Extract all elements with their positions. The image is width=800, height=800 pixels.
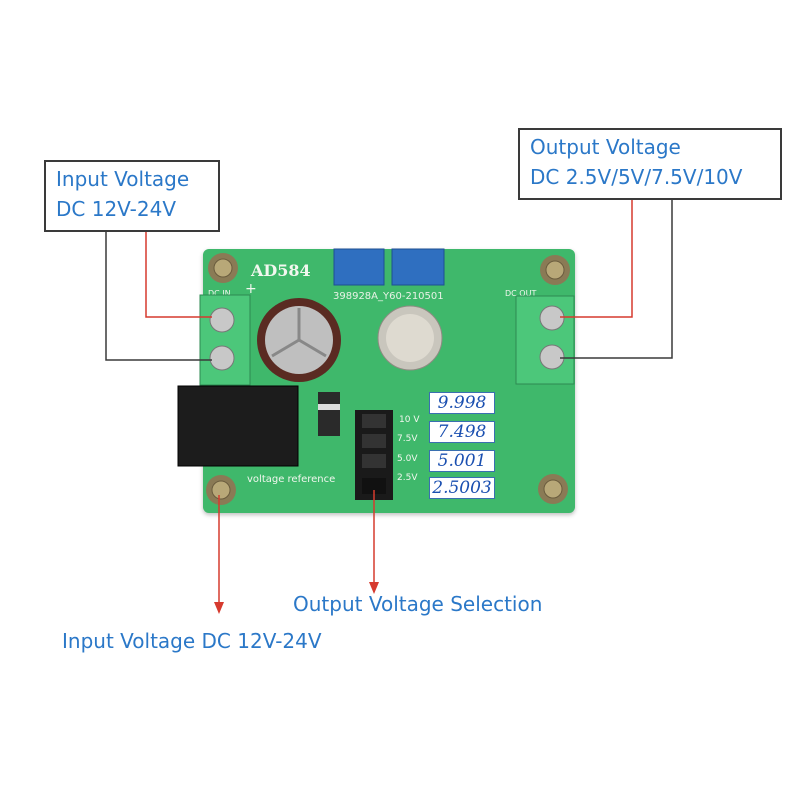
input-voltage-bottom-caption: Input Voltage DC 12V-24V <box>62 629 322 653</box>
output-terminal-block <box>515 295 575 385</box>
measured-value-7-5v: 7.498 <box>429 421 495 443</box>
output-voltage-selection-caption: Output Voltage Selection <box>293 592 543 616</box>
pointer-output-callout-red <box>560 200 633 318</box>
arrow-selection <box>369 582 379 594</box>
dc-out-label: DC OUT <box>505 289 537 298</box>
pointer-input-callout-dark <box>105 232 212 361</box>
dc-barrel-jack <box>177 385 299 467</box>
output-voltage-callout: Output Voltage DC 2.5V/5V/7.5V/10V <box>518 128 782 200</box>
electrolytic-capacitor <box>257 298 341 382</box>
dc-in-label: DC IN <box>208 289 231 298</box>
mounting-bolt-bottom-right <box>538 474 568 504</box>
pointer-output-callout-dark <box>560 200 673 359</box>
trimmer-pot-left <box>333 248 385 286</box>
mounting-bolt-top-right <box>540 255 570 285</box>
jumper-label-10v: 10 V <box>399 415 420 425</box>
input-callout-line1: Input Voltage <box>56 167 190 191</box>
diode <box>318 392 340 436</box>
mounting-bolt-top-left <box>208 253 238 283</box>
chip-label: AD584 <box>251 261 311 280</box>
plus-sign: + <box>245 281 257 297</box>
trimmer-pot-right <box>391 248 445 286</box>
input-voltage-callout: Input Voltage DC 12V-24V <box>44 160 220 232</box>
output-callout-line1: Output Voltage <box>530 135 681 159</box>
part-number: 398928A_Y60-210501 <box>333 291 444 302</box>
jumper-header <box>355 410 393 500</box>
arrow-barrel <box>214 602 224 614</box>
pointer-input-callout-red <box>145 232 212 318</box>
input-callout-line2: DC 12V-24V <box>56 197 177 221</box>
voltage-reference-ic <box>377 305 443 371</box>
jumper-label-5-0v: 5.0V <box>397 454 418 464</box>
jumper-label-2-5v: 2.5V <box>397 473 418 483</box>
measured-value-2-5v: 2.5003 <box>429 477 495 499</box>
voltage-reference-label: voltage reference <box>247 474 336 485</box>
pcb-board: AD584 398928A_Y60-210501 DC IN + DC OUT … <box>203 249 575 513</box>
mounting-bolt-bottom-left <box>206 475 236 505</box>
output-callout-line2: DC 2.5V/5V/7.5V/10V <box>530 165 743 189</box>
input-terminal-block <box>199 294 251 386</box>
measured-value-5-0v: 5.001 <box>429 450 495 472</box>
measured-value-10v: 9.998 <box>429 392 495 414</box>
jumper-label-7-5v: 7.5V <box>397 434 418 444</box>
